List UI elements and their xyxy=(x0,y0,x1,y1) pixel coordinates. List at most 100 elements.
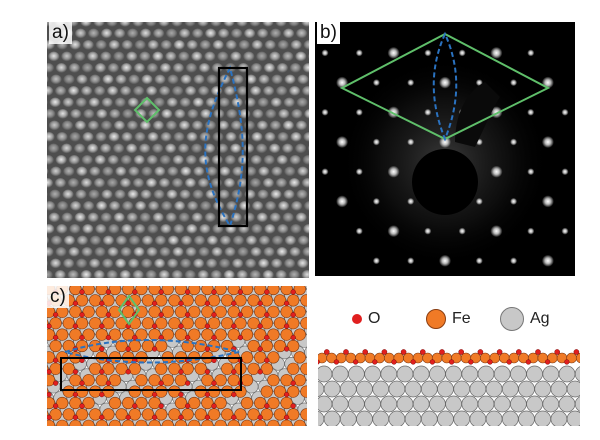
silver-atom xyxy=(404,380,422,398)
stm-atom xyxy=(69,224,81,234)
oxygen-atom xyxy=(391,359,397,365)
stm-atom xyxy=(94,86,106,96)
stm-atom xyxy=(108,40,120,50)
iron-atom xyxy=(122,328,135,341)
stm-atom xyxy=(210,270,222,280)
stm-atom xyxy=(132,270,144,280)
oxygen-atom xyxy=(410,359,416,365)
stm-atom xyxy=(178,120,190,131)
oxygen-atom xyxy=(449,359,455,365)
stm-atom xyxy=(180,258,192,269)
stm-atom xyxy=(289,86,301,96)
oxygen-atom xyxy=(535,349,541,355)
oxygen-atom xyxy=(264,312,270,318)
stm-atom xyxy=(121,132,133,142)
iron-atom xyxy=(69,374,82,387)
iron-atom xyxy=(260,317,273,330)
stm-atom xyxy=(87,212,99,223)
stm-atom xyxy=(83,109,95,119)
stm-atom xyxy=(93,178,105,188)
stm-atom xyxy=(68,155,80,165)
iron-atom xyxy=(141,408,155,421)
oxygen-atom xyxy=(132,289,138,295)
stm-atom xyxy=(69,40,81,50)
stm-atom xyxy=(243,212,255,223)
stm-atom xyxy=(206,258,218,269)
oxygen-atom xyxy=(79,334,85,341)
iron-atom xyxy=(181,294,194,307)
iron-atom xyxy=(62,362,75,375)
iron-atom xyxy=(227,328,240,341)
iron-atom xyxy=(247,317,260,330)
oxygen-atom xyxy=(211,289,217,295)
oxygen-atom xyxy=(420,349,426,355)
iron-atom xyxy=(95,374,108,387)
stm-atom xyxy=(88,28,100,39)
stm-atom xyxy=(44,201,56,211)
leed-spot xyxy=(372,197,380,205)
stm-atom xyxy=(197,178,209,188)
stm-atom xyxy=(257,97,269,108)
oxygen-atom xyxy=(284,300,290,307)
iron-atom xyxy=(234,408,247,421)
stm-atom xyxy=(288,178,300,188)
iron-atom xyxy=(188,419,201,426)
silver-atom xyxy=(558,395,576,413)
iron-atom xyxy=(135,419,148,426)
stm-atom xyxy=(75,28,87,39)
iron-atom xyxy=(201,419,214,426)
iron-atom xyxy=(128,294,141,307)
stm-atom xyxy=(225,132,237,142)
stm-atom xyxy=(133,155,145,165)
stm-atom xyxy=(114,189,126,200)
iron-atom xyxy=(122,286,135,296)
stm-atom xyxy=(160,224,172,234)
iron-atom xyxy=(300,317,307,330)
silver-atom xyxy=(437,410,454,426)
iron-atom xyxy=(174,419,188,426)
stm-atom xyxy=(95,132,107,142)
leed-spot xyxy=(424,108,432,116)
oxygen-atom xyxy=(99,369,105,375)
stm-atom xyxy=(256,120,268,131)
iron-atom xyxy=(267,328,280,341)
stm-atom xyxy=(165,143,177,154)
oxygen-atom xyxy=(47,414,52,420)
stm-atom xyxy=(49,97,61,108)
stm-atom xyxy=(146,155,158,165)
iron-atom xyxy=(95,286,108,296)
stm-atom xyxy=(232,74,244,85)
stm-atom xyxy=(102,235,114,246)
stm-atom xyxy=(230,143,242,154)
stm-atom xyxy=(102,74,114,85)
stm-atom xyxy=(173,224,185,234)
iron-atom xyxy=(135,286,148,296)
silver-atom xyxy=(550,410,568,426)
stm-atom xyxy=(200,109,212,119)
oxygen-atom xyxy=(352,359,359,365)
oxygen-atom xyxy=(185,380,191,386)
stm-atom xyxy=(193,235,205,246)
stm-atom xyxy=(179,189,191,200)
stm-atom xyxy=(192,28,204,39)
stm-atom xyxy=(291,109,303,119)
iron-atom xyxy=(69,419,82,426)
stm-atom xyxy=(121,40,133,50)
iron-atom xyxy=(148,396,161,410)
stm-atom xyxy=(289,247,301,257)
stm-atom xyxy=(146,63,158,73)
silver-atom xyxy=(501,380,519,398)
stm-atom xyxy=(50,74,62,85)
silver-atom xyxy=(318,395,333,413)
stm-atom xyxy=(239,201,251,211)
silver-atom xyxy=(331,395,349,413)
silver-atom xyxy=(364,395,381,413)
iron-atom xyxy=(240,419,254,426)
stm-atom xyxy=(102,258,114,269)
iron-atom xyxy=(161,305,174,318)
stm-atom xyxy=(243,143,255,154)
oxygen-atom xyxy=(237,334,244,341)
iron-atom xyxy=(293,351,306,364)
stm-atom xyxy=(217,120,229,131)
stm-atom xyxy=(114,28,126,39)
